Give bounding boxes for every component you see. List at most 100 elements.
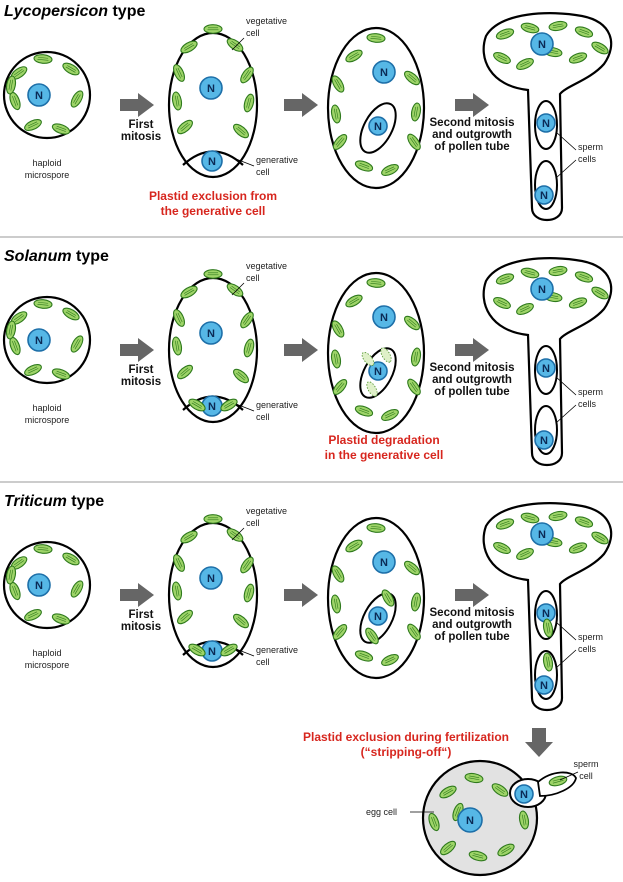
nucleus-circle bbox=[199, 321, 223, 345]
sperm-label-1: sperm bbox=[578, 632, 603, 642]
nucleus-letter: N bbox=[374, 121, 382, 133]
first-mitosis-label-1: First bbox=[129, 119, 154, 131]
pollen-before-second-mitosis: NN bbox=[326, 271, 426, 435]
nucleus-letter: N bbox=[35, 335, 43, 347]
nucleus-letter: N bbox=[542, 363, 550, 375]
nucleus-letter: N bbox=[374, 611, 382, 623]
first-mitosis-label-2: mitosis bbox=[121, 376, 161, 388]
sperm-leader-2 bbox=[555, 159, 577, 179]
nucleus-letter: N bbox=[380, 557, 388, 569]
bicellular-pollen: NN bbox=[167, 24, 259, 179]
germinated-pollen-tube: N N N bbox=[482, 257, 613, 467]
haploid-microspore: N bbox=[2, 295, 92, 385]
second-mitosis-label-1: Second mitosis bbox=[430, 362, 515, 374]
plastid bbox=[203, 24, 223, 34]
vegetative-label-2: cell bbox=[246, 518, 260, 528]
nucleus: N bbox=[199, 321, 223, 345]
nucleus-letter: N bbox=[540, 680, 548, 692]
nucleus: N bbox=[368, 361, 388, 381]
vegetative-label-1: vegetative bbox=[246, 261, 287, 271]
nucleus: N bbox=[372, 550, 396, 574]
nucleus: N bbox=[372, 305, 396, 329]
bicellular-pollen: NN bbox=[167, 269, 259, 424]
sperm-label-1: sperm bbox=[578, 387, 603, 397]
process-arrow bbox=[284, 583, 318, 607]
note-line-1: Plastid exclusion from bbox=[149, 189, 277, 203]
nucleus-letter: N bbox=[35, 90, 43, 102]
nucleus: N bbox=[368, 116, 388, 136]
nucleus: N bbox=[534, 430, 554, 450]
sperm-leader-2 bbox=[555, 404, 577, 424]
nucleus: N bbox=[514, 784, 534, 804]
germinated-pollen-tube: NNN bbox=[482, 502, 613, 712]
nucleus-circle bbox=[368, 116, 388, 136]
sperm-cell-label-1: sperm bbox=[573, 759, 598, 769]
fertilization-note-line-2: (“stripping-off“) bbox=[361, 745, 452, 759]
nucleus-letter: N bbox=[207, 83, 215, 95]
sperm-leader-1 bbox=[555, 621, 577, 641]
second-mitosis-label-1: Second mitosis bbox=[430, 117, 515, 129]
generative-label-2: cell bbox=[256, 412, 270, 422]
nucleus: N bbox=[199, 566, 223, 590]
nucleus: N bbox=[372, 60, 396, 84]
nucleus-letter: N bbox=[380, 67, 388, 79]
generative-label-2: cell bbox=[256, 167, 270, 177]
haploid-label-2: microspore bbox=[25, 415, 70, 425]
first-mitosis-label-1: First bbox=[129, 364, 154, 376]
sperm-label-2: cells bbox=[578, 644, 597, 654]
sperm-label-1: sperm bbox=[578, 142, 603, 152]
nucleus: N bbox=[530, 522, 554, 546]
sperm-cell-leader bbox=[559, 771, 579, 781]
nucleus-circle bbox=[534, 675, 554, 695]
nucleus: N bbox=[201, 150, 223, 172]
nucleus-circle bbox=[457, 807, 483, 833]
nucleus-circle bbox=[372, 60, 396, 84]
process-arrow bbox=[120, 338, 154, 362]
nucleus-circle bbox=[27, 83, 51, 107]
sperm-leader-2 bbox=[555, 649, 577, 669]
note-line-2: in the generative cell bbox=[325, 448, 444, 462]
degrading-plastid bbox=[361, 351, 375, 367]
nucleus: N bbox=[199, 76, 223, 100]
nucleus-letter: N bbox=[380, 312, 388, 324]
degrading-plastid bbox=[366, 381, 378, 397]
nucleus-circle bbox=[536, 113, 556, 133]
nucleus-circle bbox=[514, 784, 534, 804]
vegetative-leader bbox=[231, 527, 245, 541]
sperm-leader-1 bbox=[555, 131, 577, 151]
haploid-label-1: haploid bbox=[32, 648, 61, 658]
pollen-before-second-mitosis: NN bbox=[326, 26, 426, 190]
sperm-label-2: cells bbox=[578, 399, 597, 409]
second-mitosis-label-1: Second mitosis bbox=[430, 607, 515, 619]
nucleus: N bbox=[536, 113, 556, 133]
egg-cell-label: egg cell bbox=[366, 807, 397, 817]
vegetative-label-2: cell bbox=[246, 28, 260, 38]
nucleus-letter: N bbox=[538, 529, 546, 541]
plastid bbox=[203, 514, 223, 524]
nucleus-letter: N bbox=[540, 190, 548, 202]
nucleus-circle bbox=[530, 32, 554, 56]
process-arrow bbox=[455, 93, 489, 117]
haploid-microspore: N bbox=[2, 540, 92, 630]
haploid-label-2: microspore bbox=[25, 170, 70, 180]
fertilization-note-line-1: Plastid exclusion during fertilization bbox=[303, 730, 509, 744]
nucleus: N bbox=[201, 640, 223, 662]
generative-label-2: cell bbox=[256, 657, 270, 667]
nucleus-letter: N bbox=[208, 646, 216, 658]
haploid-label-2: microspore bbox=[25, 660, 70, 670]
degrading-plastid bbox=[380, 347, 392, 363]
nucleus-letter: N bbox=[538, 284, 546, 296]
first-mitosis-label-2: mitosis bbox=[121, 621, 161, 633]
note-line-2: the generative cell bbox=[161, 204, 266, 218]
second-mitosis-label-2: and outgrowth bbox=[432, 619, 512, 631]
fertilization-step: Plastid exclusion during fertilization (… bbox=[303, 728, 599, 877]
note-line-1: Plastid degradation bbox=[328, 433, 439, 447]
nucleus-letter: N bbox=[207, 573, 215, 585]
nucleus-circle bbox=[201, 150, 223, 172]
nucleus: N bbox=[536, 358, 556, 378]
nucleus-circle bbox=[372, 305, 396, 329]
section-triticum: Triticum type NhaploidmicrosporeFirstmit… bbox=[2, 493, 613, 712]
nucleus-letter: N bbox=[538, 39, 546, 51]
nucleus-letter: N bbox=[520, 789, 528, 801]
